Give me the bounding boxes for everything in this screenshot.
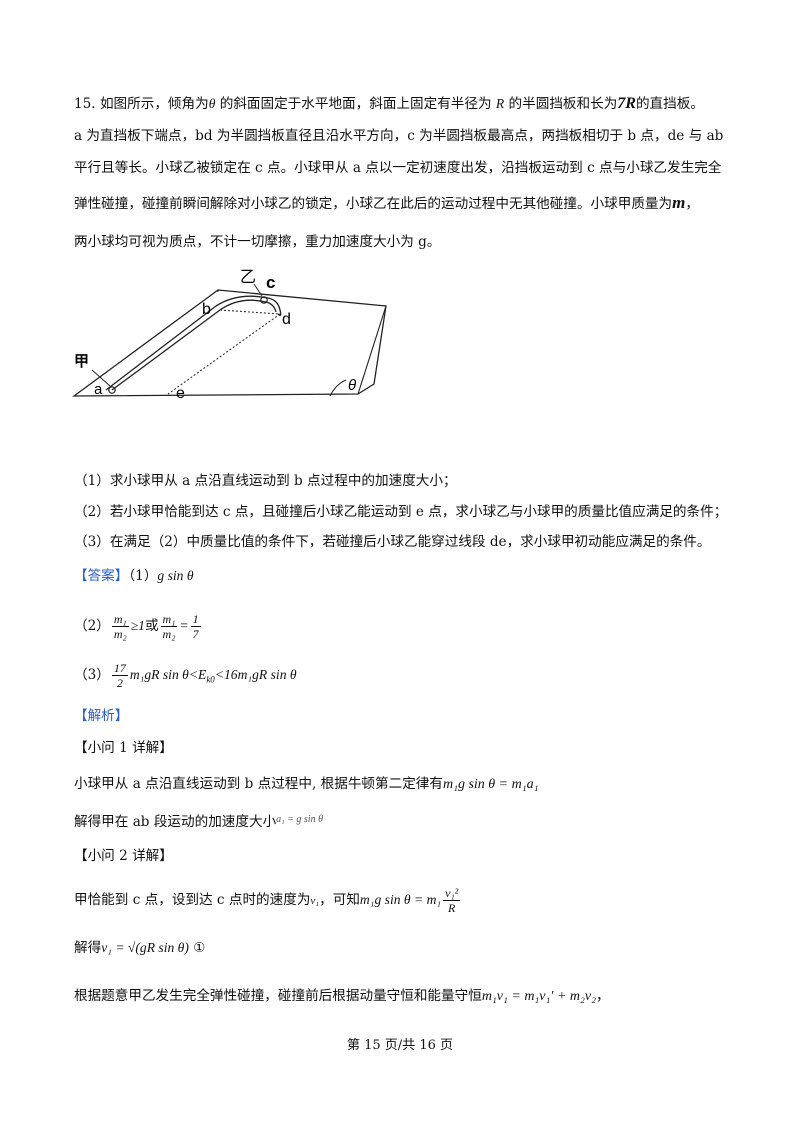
solution-text: 解得 bbox=[74, 940, 102, 956]
incline-outline bbox=[72, 289, 387, 397]
answer-prefix: （3） bbox=[74, 667, 110, 683]
solution-text: 解得甲在 ab 段运动的加速度大小 bbox=[74, 814, 277, 830]
solution-text: ， bbox=[595, 988, 610, 1004]
problem-line-1: 15. 如图所示，倾角为θ 的斜面固定于水平地面，斜面上固定有半径为 R 的半圆… bbox=[74, 94, 704, 114]
problem-line-4: 弹性碰撞，碰撞前瞬间解除对小球乙的锁定，小球乙在此后的运动过程中无其他碰撞。小球… bbox=[74, 193, 699, 214]
newton-equation: m₁g sin θ = m₁a₁ bbox=[442, 777, 539, 792]
problem-text: 的斜面固定于水平地面，斜面上固定有半径为 bbox=[215, 96, 496, 112]
radius-symbol: R bbox=[495, 96, 505, 111]
fraction-denominator: 7 bbox=[192, 627, 199, 641]
solution-text: 根据题意甲乙发生完全弹性碰撞，碰撞前后根据动量守恒和能量守恒 bbox=[74, 988, 482, 1004]
straight-barrier bbox=[105, 305, 217, 391]
answer-prefix: （1） bbox=[128, 568, 158, 584]
solution-2-line-2: 解得v₁ = √(gR sin θ) ① bbox=[74, 938, 205, 958]
fraction-numerator: 1 bbox=[190, 612, 201, 627]
label-jia: 甲 bbox=[74, 353, 89, 370]
dotted-bd bbox=[219, 309, 281, 315]
mass-symbol: m bbox=[672, 193, 686, 212]
dotted-de bbox=[167, 313, 281, 395]
fraction-numerator: m₁ bbox=[160, 612, 178, 627]
acceleration-result: a₁ = g sin θ bbox=[276, 814, 323, 825]
or-word: 或 bbox=[144, 618, 159, 634]
centripetal-equation: m₁g sin θ = m₁ bbox=[359, 892, 442, 907]
answer-1-value: g sin θ bbox=[157, 568, 194, 583]
semicircle-barrier bbox=[215, 295, 282, 317]
incline-figure: 乙 c b d 甲 a e θ bbox=[72, 269, 387, 402]
circled-one: ① bbox=[193, 940, 206, 956]
problem-line-3: 平行且等长。小球乙被锁定在 c 点。小球甲从 a 点以一定初速度出发，沿挡板运动… bbox=[74, 160, 722, 176]
question-2: （2）若小球甲恰能到达 c 点，且碰撞后小球乙能运动到 e 点，求小球乙与小球甲… bbox=[74, 504, 728, 520]
answer-3-body: m₁gR sin θ<E bbox=[129, 667, 207, 682]
momentum-equation: m₁v₁ = m₁v₁′ + m₂v₂ bbox=[481, 989, 596, 1004]
solution-1-line-1: 小球甲从 a 点沿直线运动到 b 点过程中, 根据牛顿第二定律有m₁g sin … bbox=[74, 774, 538, 795]
fraction-denominator: 2 bbox=[116, 676, 123, 690]
ek0-subscript: k0 bbox=[206, 674, 215, 685]
label-a: a bbox=[94, 381, 103, 398]
answer-tag: 【答案】 bbox=[74, 568, 129, 584]
ball-yi bbox=[260, 296, 268, 304]
question-1: （1）求小球甲从 a 点沿直线运动到 b 点过程中的加速度大小； bbox=[74, 473, 457, 489]
equals: = bbox=[179, 618, 189, 633]
length-7r: 7R bbox=[617, 95, 636, 112]
question-3: （3）在满足（2）中质量比值的条件下，若碰撞后小球乙能穿过线段 de，求小球甲初… bbox=[74, 534, 711, 550]
answer-prefix: （2） bbox=[74, 618, 110, 634]
solution-text: ，可知 bbox=[319, 892, 360, 908]
fraction-denominator: m₂ bbox=[113, 627, 127, 641]
fraction-denominator: R bbox=[448, 901, 456, 915]
sub-question-1-heading: 【小问 1 详解】 bbox=[74, 740, 173, 756]
problem-text: 的半圆挡板和长为 bbox=[504, 96, 618, 112]
solution-2-line-3: 根据题意甲乙发生完全弹性碰撞，碰撞前后根据动量守恒和能量守恒m₁v₁ = m₁v… bbox=[74, 986, 610, 1007]
answer-3-tail: <16m₁gR sin θ bbox=[214, 667, 297, 682]
label-c: c bbox=[266, 273, 275, 292]
label-theta: θ bbox=[348, 377, 356, 394]
fraction-numerator: v₁² bbox=[443, 886, 461, 901]
solution-text: 小球甲从 a 点沿直线运动到 b 点过程中, 根据牛顿第二定律有 bbox=[74, 776, 443, 792]
sub-question-2-heading: 【小问 2 详解】 bbox=[74, 848, 173, 864]
solution-1-line-2: 解得甲在 ab 段运动的加速度大小a₁ = g sin θ bbox=[74, 810, 323, 832]
solution-2-line-1: 甲恰能到 c 点，设到达 c 点时的速度为v₁，可知m₁g sin θ = m₁… bbox=[74, 880, 462, 920]
problem-text: ， bbox=[685, 196, 699, 212]
problem-line-5: 两小球均可视为质点，不计一切摩擦，重力加速度大小为 g。 bbox=[74, 234, 441, 250]
answer-line-1: 【答案】（1）g sin θ bbox=[74, 566, 194, 586]
velocity-v1: v₁ bbox=[310, 895, 320, 907]
problem-text: 的直挡板。 bbox=[635, 96, 704, 112]
velocity-result: v₁ = √(gR sin θ) bbox=[101, 940, 189, 955]
theta-symbol: θ bbox=[208, 96, 216, 111]
label-d: d bbox=[282, 311, 291, 328]
fraction-numerator: m₁ bbox=[111, 612, 129, 627]
analysis-tag: 【解析】 bbox=[74, 708, 129, 724]
page-footer: 第 15 页/共 16 页 bbox=[347, 1038, 453, 1053]
label-e: e bbox=[176, 385, 185, 402]
problem-text: 弹性碰撞，碰撞前瞬间解除对小球乙的锁定，小球乙在此后的运动过程中无其他碰撞。小球… bbox=[74, 196, 673, 212]
label-yi: 乙 bbox=[240, 269, 256, 286]
label-b: b bbox=[202, 301, 211, 318]
problem-line-2: a 为直挡板下端点，bd 为半圆挡板直径且沿水平方向，c 为半圆挡板最高点，两挡… bbox=[74, 128, 724, 144]
fraction-numerator: 17 bbox=[111, 661, 128, 676]
solution-text: 甲恰能到 c 点，设到达 c 点时的速度为 bbox=[74, 892, 311, 908]
problem-text: 15. 如图所示，倾角为 bbox=[74, 96, 209, 112]
fraction-denominator: m₂ bbox=[162, 627, 176, 641]
ge-one: ≥1 bbox=[130, 618, 145, 633]
ball-jia bbox=[108, 386, 116, 394]
